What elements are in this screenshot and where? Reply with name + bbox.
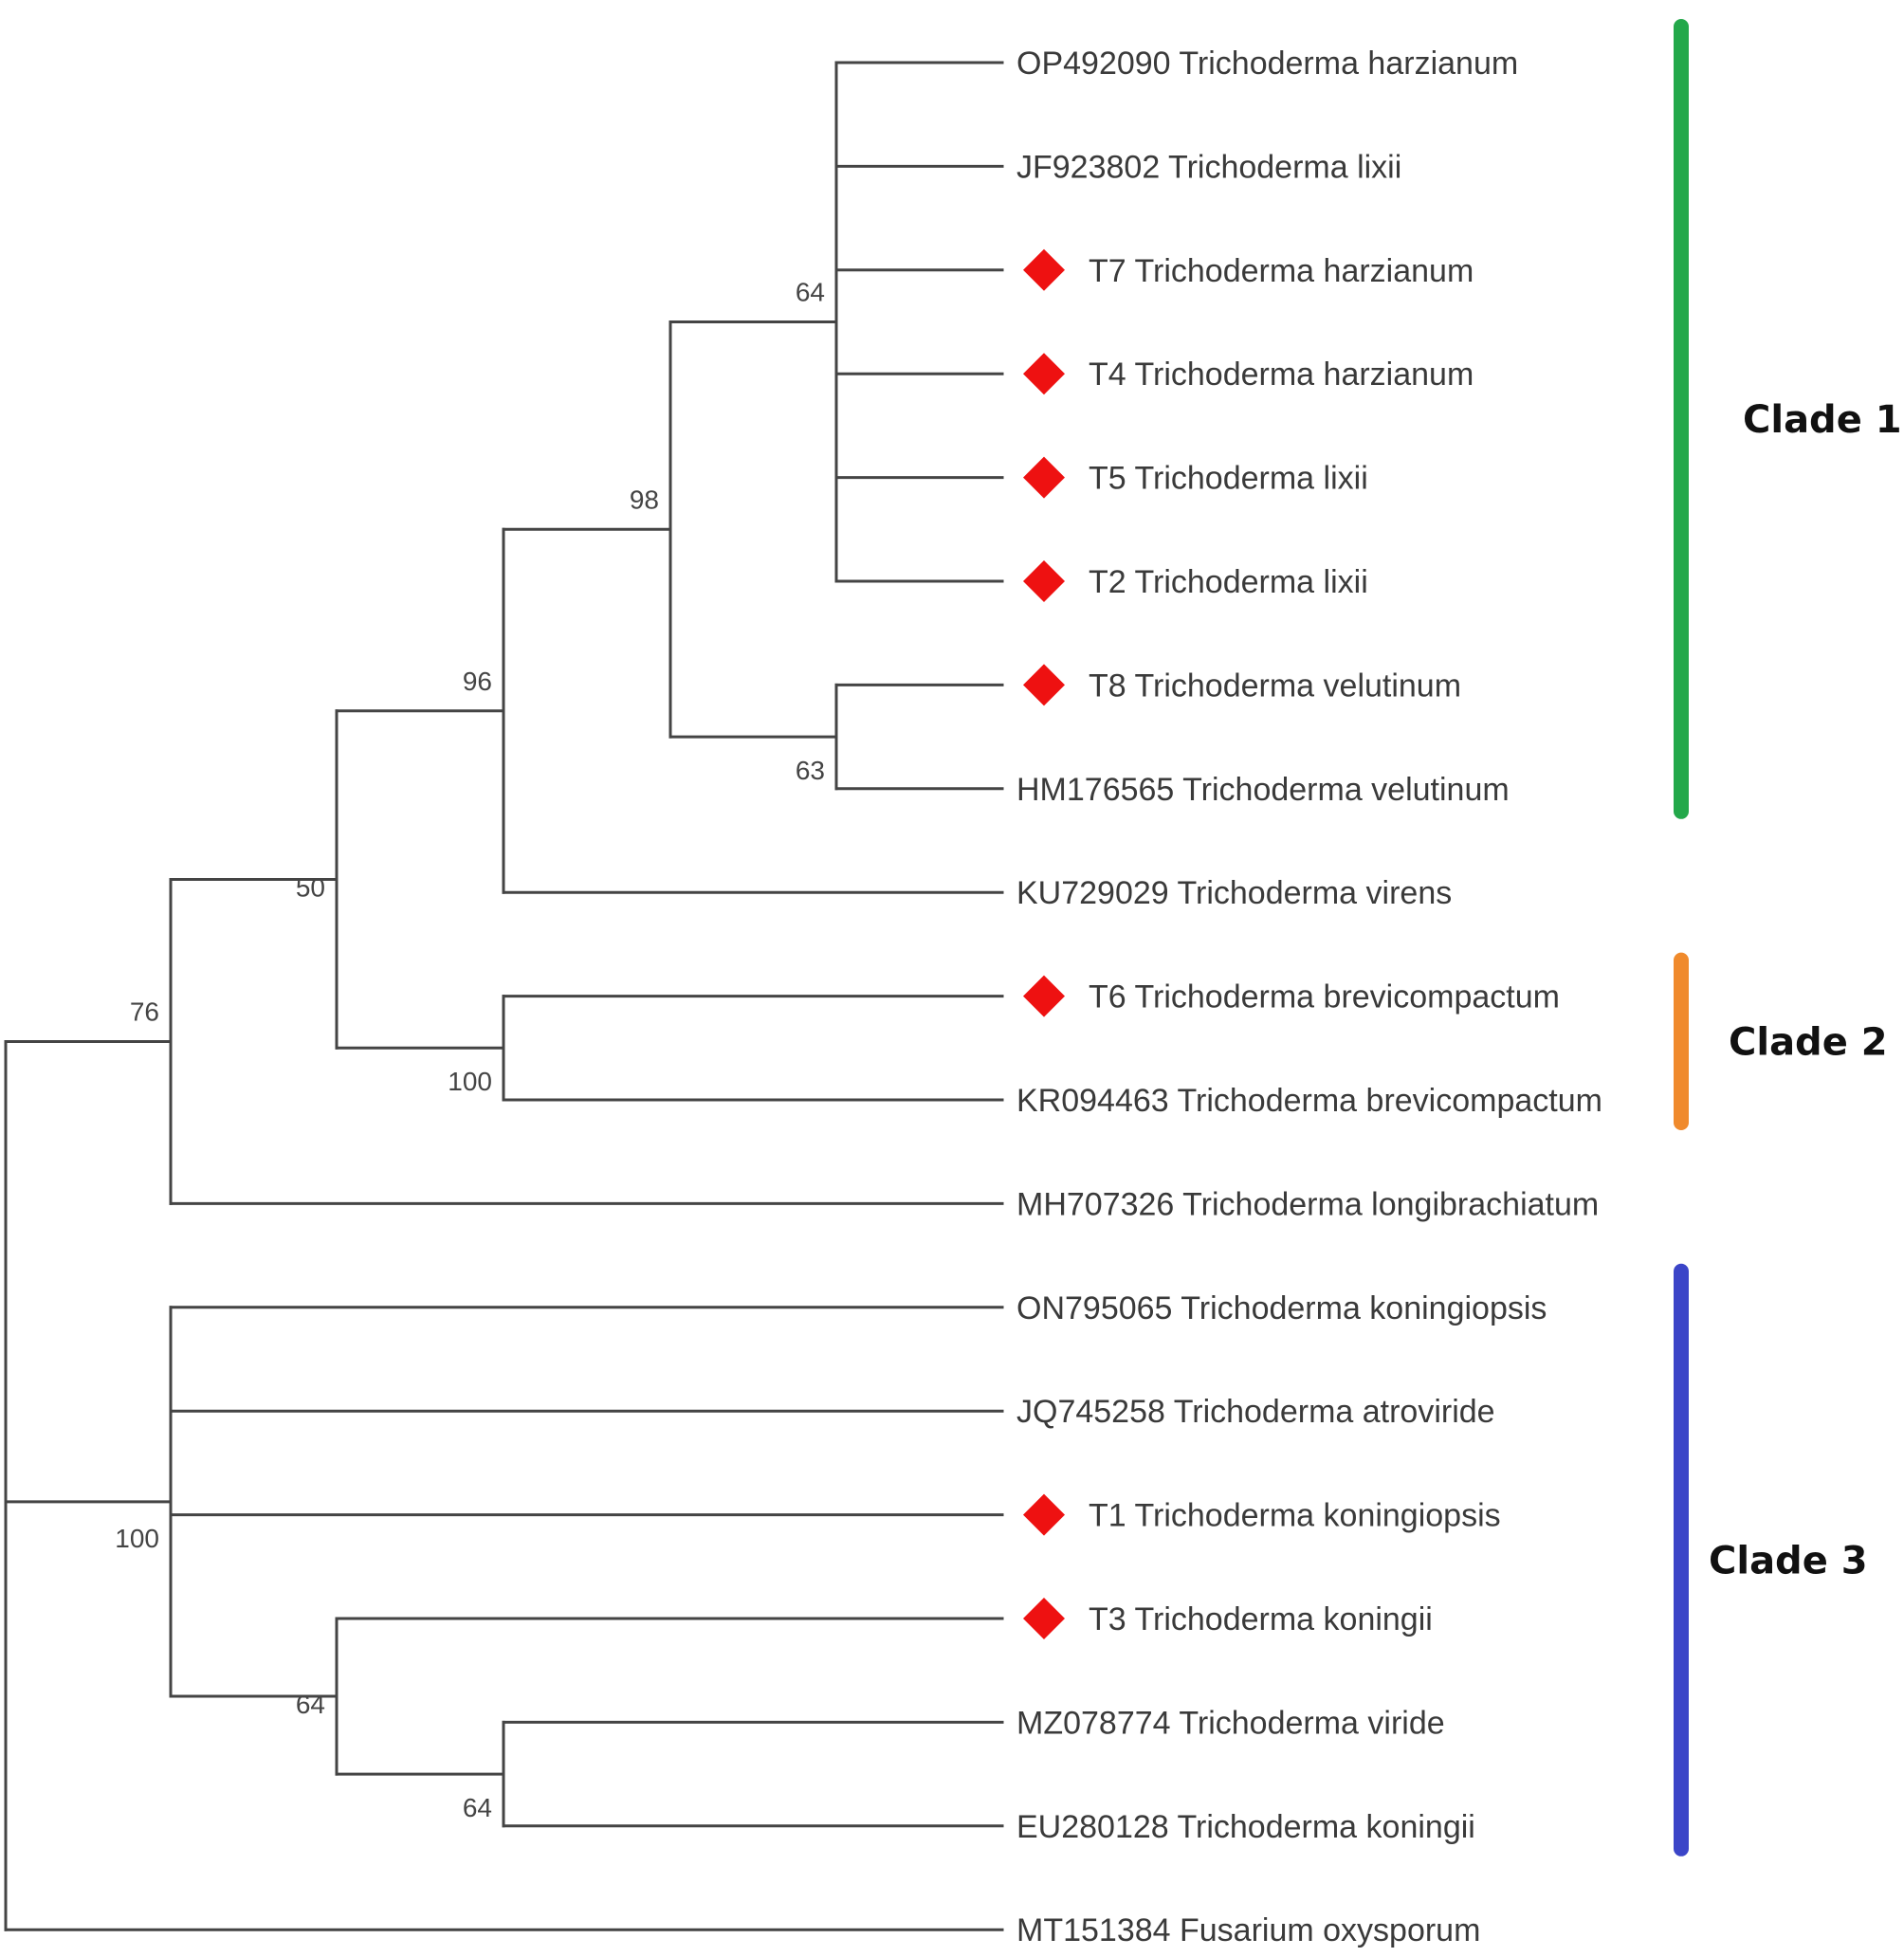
taxon-label: HM176565 Trichoderma velutinum [1016, 772, 1510, 808]
red-diamond-icon [1023, 975, 1065, 1017]
bootstrap-value: 76 [130, 997, 159, 1026]
clade-brackets: Clade 1 Clade 2 Clade 3 [1674, 19, 1902, 1856]
taxon-label: T8 Trichoderma velutinum [1089, 668, 1461, 704]
taxon-label: KR094463 Trichoderma brevicompactum [1016, 1083, 1602, 1119]
taxon-label: EU280128 Trichoderma koningii [1016, 1809, 1475, 1845]
bootstrap-value: 100 [448, 1067, 492, 1096]
taxon-label: T5 Trichoderma lixii [1089, 461, 1368, 497]
tree-branches [4, 61, 1004, 1931]
clade-label: Clade 2 [1729, 1020, 1888, 1064]
bootstrap-value: 63 [796, 756, 825, 785]
clade-label: Clade 1 [1743, 398, 1902, 442]
taxon-label: KU729029 Trichoderma virens [1016, 875, 1452, 911]
taxon-label: MZ078774 Trichoderma viride [1016, 1705, 1445, 1741]
bootstrap-value: 98 [630, 485, 659, 514]
taxon-label: T1 Trichoderma koningiopsis [1089, 1498, 1501, 1534]
bootstrap-value: 100 [115, 1524, 159, 1553]
bootstrap-value: 50 [296, 873, 325, 903]
bootstrap-value: 64 [296, 1690, 325, 1719]
red-diamond-icon [1023, 560, 1065, 602]
red-diamond-icon [1023, 1493, 1065, 1536]
taxon-label: T4 Trichoderma harzianum [1089, 357, 1474, 393]
taxon-label: T3 Trichoderma koningii [1089, 1601, 1433, 1637]
bootstrap-values: 64 63 98 96 100 50 76 64 64 100 [115, 278, 825, 1822]
red-diamond-icon [1023, 664, 1065, 706]
bootstrap-value: 64 [463, 1793, 492, 1822]
taxon-label: T2 Trichoderma lixii [1089, 564, 1368, 600]
taxon-label: OP492090 Trichoderma harzianum [1016, 46, 1518, 82]
taxon-label: T6 Trichoderma brevicompactum [1089, 979, 1560, 1015]
red-diamond-icon [1023, 353, 1065, 395]
bootstrap-value: 96 [463, 667, 492, 696]
red-diamond-icon [1023, 248, 1065, 291]
taxon-label: MT151384 Fusarium oxysporum [1016, 1912, 1480, 1948]
isolate-markers [1023, 248, 1065, 1639]
taxon-label: JF923802 Trichoderma lixii [1016, 149, 1401, 185]
taxon-label: MH707326 Trichoderma longibrachiatum [1016, 1186, 1599, 1222]
red-diamond-icon [1023, 1598, 1065, 1639]
bootstrap-value: 64 [796, 278, 825, 307]
taxon-label: JQ745258 Trichoderma atroviride [1016, 1394, 1495, 1430]
red-diamond-icon [1023, 456, 1065, 499]
clade-label: Clade 3 [1709, 1539, 1868, 1582]
taxon-label: ON795065 Trichoderma koningiopsis [1016, 1290, 1547, 1326]
taxon-label: T7 Trichoderma harzianum [1089, 253, 1474, 289]
